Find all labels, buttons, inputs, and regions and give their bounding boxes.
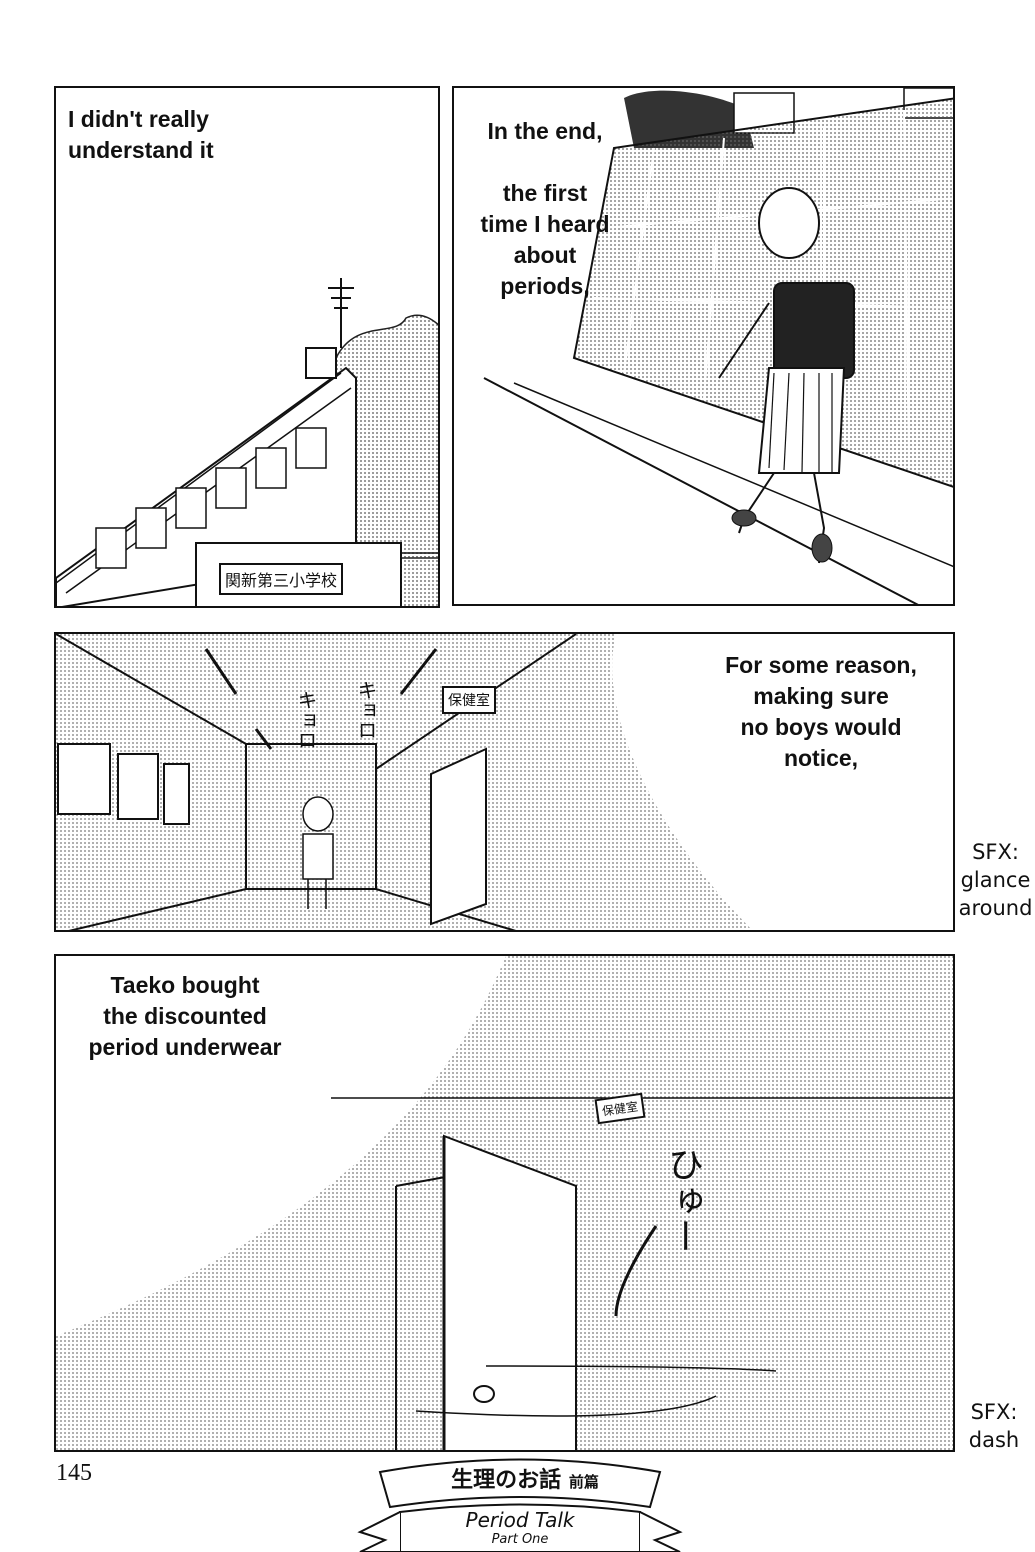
chapter-title-banner: 生理のお話 前篇 Period Talk Part One [340,1452,700,1552]
panel-school: I didn't really understand it 関新第三小学校 [54,86,440,608]
ribbon-banner-icon [357,1458,683,1552]
sfx-kyoro-2: キョロ [354,680,378,740]
chapter-subtitle-en: Part One [491,1532,549,1547]
page-number: 145 [56,1460,92,1486]
caption-didnt-understand: I didn't really understand it [68,106,214,163]
sfx-hyu: ひゅー [662,1146,703,1254]
caption-taeko-bought: Taeko bought the discounted period under… [88,972,282,1060]
school-building-drawing [56,278,438,606]
caption-no-boys: For some reason, making sure no boys wou… [725,652,917,771]
panel-hallway: For some reason, making sure no boys wou… [54,632,955,932]
girl-walking-drawing [483,88,953,604]
chapter-title-jp-main: 生理のお話 [451,1467,562,1493]
school-name-sign: 関新第三小学校 [219,563,344,595]
sfx-translation-glance: SFX: glance around [958,840,1033,920]
chapter-title-jp-sub: 前篇 [568,1473,599,1491]
sfx-translation-dash: SFX: dash [968,1400,1020,1452]
caption-first-time: In the end, the first time I heard about… [480,118,610,299]
nurse-door-drawing [56,956,953,1450]
chapter-title-jp: 生理のお話 前篇 [400,1462,650,1494]
chapter-title-en: Period Talk [465,1508,575,1532]
panel-walking: In the end, the first time I heard about… [452,86,955,606]
panel-nurse-door: Taeko bought the discounted period under… [54,954,955,1452]
hallway-drawing [56,634,953,930]
nurses-office-sign: 保健室 [442,686,496,714]
sfx-kyoro-1: キョロ [294,690,318,750]
